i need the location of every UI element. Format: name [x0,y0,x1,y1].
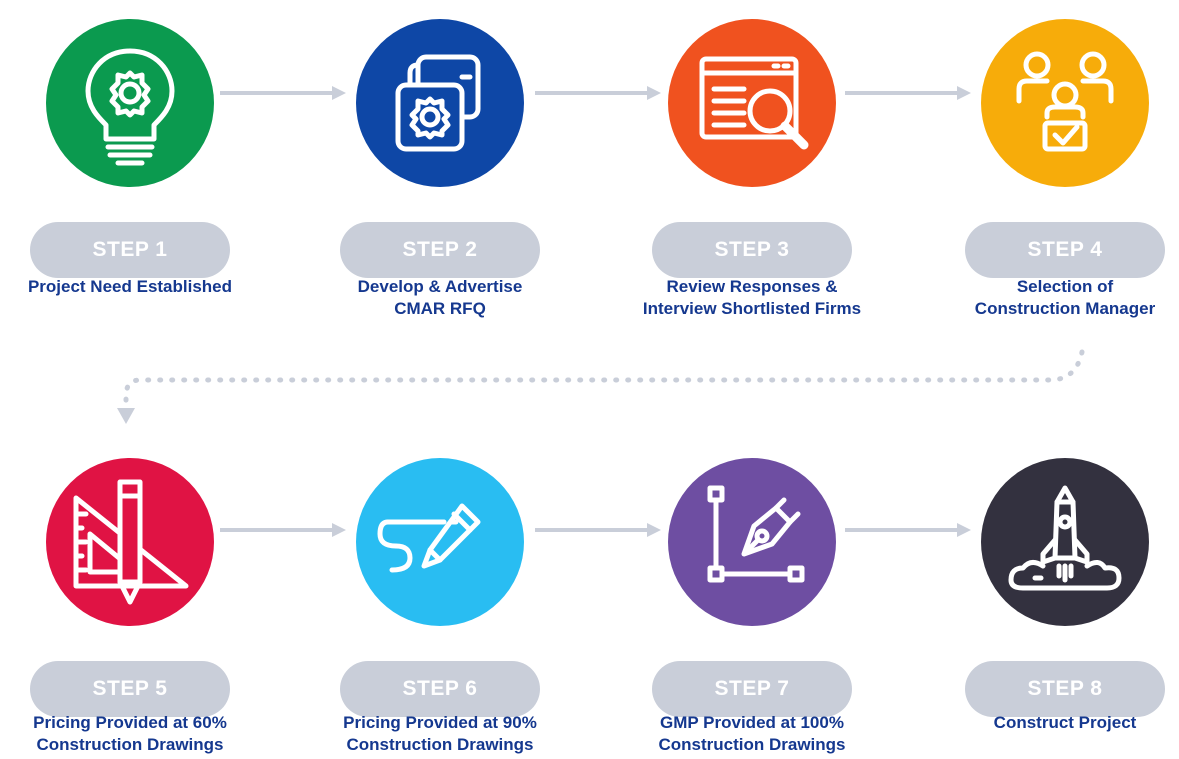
step-label: STEP 4 [965,222,1165,278]
step-description: Develop & Advertise CMAR RFQ [357,277,523,318]
step-6-circle [356,458,524,626]
step-2-circle [356,19,524,187]
step-3-circle [668,19,836,187]
step-label: STEP 6 [340,661,540,717]
step-description: GMP Provided at 100% Construction Drawin… [658,713,846,754]
step-label: STEP 5 [30,661,230,717]
stacked-gear-pages-icon [395,54,481,152]
step-7-circle [668,458,836,626]
pen-tool-vector-icon [707,485,805,583]
step-label: STEP 8 [965,661,1165,717]
step-description: Construct Project [993,713,1137,732]
step-4-circle [981,19,1149,187]
step-description: Selection of Construction Manager [974,277,1156,318]
step-label: STEP 1 [30,222,230,278]
document-magnifier-icon [699,56,809,150]
lightbulb-gear-icon [85,48,175,166]
arrow-step-6-to-7 [535,523,661,537]
step-description: Project Need Established [27,277,233,296]
step-label: STEP 3 [652,222,852,278]
step-description: Pricing Provided at 60% Construction Dra… [33,713,227,754]
arrow-step-3-to-4 [845,86,971,100]
step-8-circle [981,458,1149,626]
rocket-cloud-icon [1008,485,1122,591]
ruler-triangle-pencil-icon [73,479,189,605]
people-selection-icon [1016,51,1114,152]
step-label: STEP 2 [340,222,540,278]
step-label: STEP 7 [652,661,852,717]
arrow-step-1-to-2 [220,86,346,100]
step-description: Pricing Provided at 90% Construction Dra… [343,713,537,754]
pencil-scribble-icon [377,503,481,573]
step-description: Review Responses & Interview Shortlisted… [642,277,862,318]
arrow-step-7-to-8 [845,523,971,537]
arrow-step-2-to-3 [535,86,661,100]
arrow-step-5-to-6 [220,523,346,537]
step-5-circle [46,458,214,626]
step-1-circle [46,19,214,187]
